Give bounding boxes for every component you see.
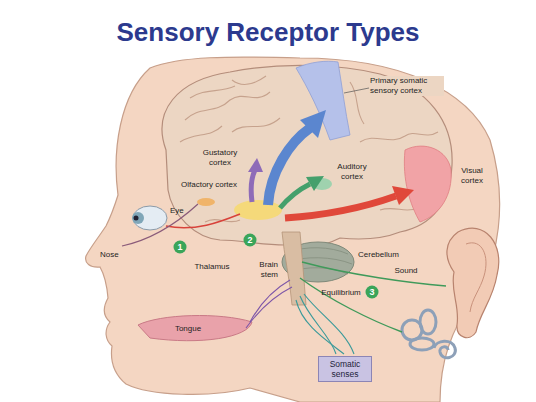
cochlea	[434, 341, 455, 358]
part-label: Thalamus	[190, 262, 234, 272]
part-label: Sound	[390, 266, 422, 276]
part-label: Equilibrium	[316, 288, 366, 298]
visual-arrow	[285, 196, 396, 218]
part-label: Cerebellum	[358, 250, 408, 260]
sense-box: Somatic senses	[318, 356, 372, 382]
gustatory-arrow-head	[248, 158, 263, 172]
gyrus	[232, 118, 280, 132]
title: Sensory Receptor Types	[0, 16, 536, 48]
brain-gyri	[180, 76, 438, 222]
gyrus	[380, 208, 418, 210]
somatic-arrow	[268, 128, 310, 205]
gyrus	[232, 76, 266, 84]
thalamus-region	[234, 200, 282, 220]
olfactory-cortex-region	[197, 198, 215, 206]
head-silhouette	[86, 57, 500, 402]
part-label: Olfactory cortex	[174, 180, 244, 190]
taste-nerves	[246, 280, 292, 328]
semicircular-canal	[420, 310, 436, 334]
part-label: Eye	[170, 206, 192, 216]
callout-disc	[174, 241, 187, 254]
brain	[162, 65, 452, 247]
gyrus	[190, 86, 235, 98]
tongue	[138, 316, 252, 341]
part-label: Brain stem	[244, 260, 278, 280]
callout-text: 3	[365, 285, 379, 299]
auditory-nerve	[302, 262, 446, 286]
part-label: Auditory cortex	[332, 162, 372, 182]
somatic-nerve	[296, 300, 344, 354]
visual-arrow-head	[392, 186, 414, 205]
olfactory-nerve	[122, 204, 198, 246]
callout-disc	[244, 234, 257, 247]
ear-fold	[466, 243, 486, 312]
part-label: Nose	[100, 250, 122, 260]
callout-number: 3	[365, 285, 379, 299]
gustatory-arrow	[251, 170, 255, 202]
gyrus	[360, 132, 438, 142]
callout-disc	[366, 286, 379, 299]
iris	[132, 212, 144, 224]
gyrus	[350, 82, 364, 124]
eyeball	[133, 206, 167, 230]
callout-text: 1	[173, 240, 187, 254]
inner-ear	[402, 310, 455, 358]
visual-cortex-region	[404, 146, 451, 222]
somatic-nerves	[296, 294, 354, 354]
box-fill	[319, 357, 372, 382]
box-text: Somatic senses	[318, 359, 372, 379]
callout-text: 2	[243, 233, 257, 247]
eye	[132, 206, 167, 230]
part-label: Primary somatic sensory cortex	[370, 76, 444, 96]
part-label: Tongue	[170, 324, 206, 334]
part-label: Visual cortex	[456, 166, 488, 186]
callout-number: 1	[173, 240, 187, 254]
semicircular-canal	[410, 338, 434, 350]
part-label: Gustatory cortex	[198, 148, 242, 168]
ear	[447, 228, 499, 337]
pupil	[134, 216, 139, 221]
gyrus	[180, 126, 222, 142]
vestibular-nerve	[300, 278, 402, 332]
gyrus	[185, 92, 270, 120]
pathway-arrows	[248, 110, 414, 218]
callout-number: 2	[243, 233, 257, 247]
somatic-nerve	[304, 294, 354, 354]
taste-nerve	[246, 287, 292, 328]
leader-line	[344, 88, 369, 93]
brain-stem	[282, 232, 306, 305]
auditory-arrow-head	[306, 176, 324, 191]
auditory-arrow	[280, 184, 310, 208]
somatic-nerve	[300, 296, 336, 354]
somatic-arrow-head	[300, 110, 326, 138]
